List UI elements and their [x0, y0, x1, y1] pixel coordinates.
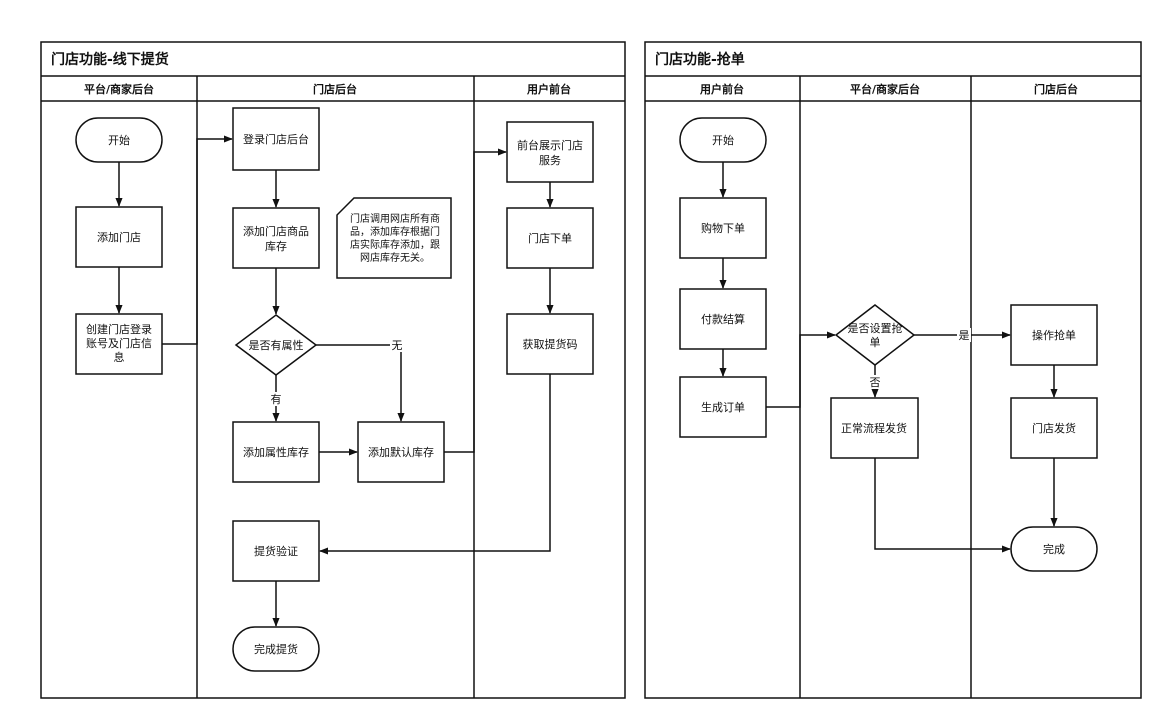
note-line3: 店实际库存添加，跟: [350, 238, 440, 251]
edge-label-no: 无: [392, 339, 403, 352]
node-shop-label: 购物下单: [701, 221, 745, 235]
edge-label-yes: 是: [959, 329, 970, 342]
node-gen-order: [679, 376, 767, 438]
panel2-connectors: [719, 162, 1058, 553]
node-done-label: 完成提货: [254, 642, 298, 656]
node-start-label: 开始: [108, 133, 130, 147]
node-login-label: 登录门店后台: [243, 132, 309, 146]
panel-title: 门店功能-抢单: [655, 51, 745, 68]
node-grab-set-line1: 是否设置抢: [848, 321, 903, 335]
note-line4: 网店库存无关。: [360, 251, 430, 264]
lane-header-user-frontend: 用户前台: [527, 82, 571, 96]
node-create-account-line2: 账号及门店信: [86, 336, 152, 350]
lane-header-platform: 平台/商家后台: [84, 82, 154, 96]
node-store-ship-label: 门店发货: [1032, 421, 1076, 435]
lane-header-user-frontend: 用户前台: [700, 82, 744, 96]
node-has-attr-label: 是否有属性: [249, 338, 304, 352]
lane-header-platform: 平台/商家后台: [850, 82, 920, 96]
node-normal-ship: [830, 397, 919, 459]
node-order-label: 门店下单: [528, 231, 572, 245]
node-add-stock-line1: 添加门店商品: [243, 224, 309, 238]
note-line1: 门店调用网店所有商: [350, 212, 440, 225]
node-show-service-line2: 服务: [539, 154, 561, 167]
panel-grab-order: 门店功能-抢单 用户前台 平台/商家后台 门店后台 开始 购物下单 付款结算 生…: [644, 41, 1142, 699]
node-pay: [679, 288, 767, 350]
edge-label-bg: [957, 328, 971, 342]
node-add-store: [75, 206, 163, 268]
edge-label-yes: 有: [271, 392, 282, 406]
lane-header-store-backend: 门店后台: [313, 82, 357, 96]
node-gen-order-label: 生成订单: [701, 400, 745, 414]
node-add-attr-stock-label: 添加属性库存: [243, 445, 309, 459]
node-create-account-line1: 创建门店登录: [86, 322, 152, 336]
edge-label-bg: [868, 375, 882, 389]
node-add-stock-line2: 库存: [265, 239, 287, 253]
node-get-code-label: 获取提货码: [523, 337, 578, 351]
note-shape: [336, 197, 452, 279]
panel-offline-pickup: 门店功能-线下提货 平台/商家后台 门店后台 用户前台 开始 添加门店 创建门店…: [40, 41, 626, 699]
edge-label-bg: [269, 392, 283, 406]
edge-label-no: 否: [870, 376, 881, 389]
node-verify: [232, 520, 320, 582]
node-add-store-label: 添加门店: [97, 230, 141, 244]
node-done: [1010, 526, 1098, 572]
note-line2: 品，添加库存根据门: [350, 225, 440, 238]
node-show-service-line1: 前台展示门店: [517, 138, 583, 152]
edge-label-bg: [390, 338, 404, 352]
node-done: [232, 626, 320, 672]
node-pay-label: 付款结算: [701, 312, 745, 326]
node-start-label: 开始: [712, 133, 734, 147]
node-show-service: [506, 121, 594, 183]
node-grab-set-line2: 单: [870, 336, 881, 349]
node-grab-label: 操作抢单: [1032, 328, 1076, 342]
panel-title: 门店功能-线下提货: [51, 51, 169, 68]
node-create-account: [75, 313, 163, 375]
node-verify-label: 提货验证: [254, 544, 298, 558]
node-order: [506, 207, 594, 269]
node-store-ship: [1010, 397, 1098, 459]
node-create-account-line3: 息: [114, 350, 125, 364]
node-add-default-stock-label: 添加默认库存: [368, 445, 434, 459]
lane-header-store-backend: 门店后台: [1034, 82, 1078, 96]
node-login: [232, 107, 320, 171]
node-grab: [1010, 304, 1098, 366]
node-add-stock: [232, 207, 320, 269]
node-normal-ship-label: 正常流程发货: [841, 421, 907, 435]
node-done-label: 完成: [1043, 542, 1065, 556]
node-get-code: [506, 313, 594, 375]
